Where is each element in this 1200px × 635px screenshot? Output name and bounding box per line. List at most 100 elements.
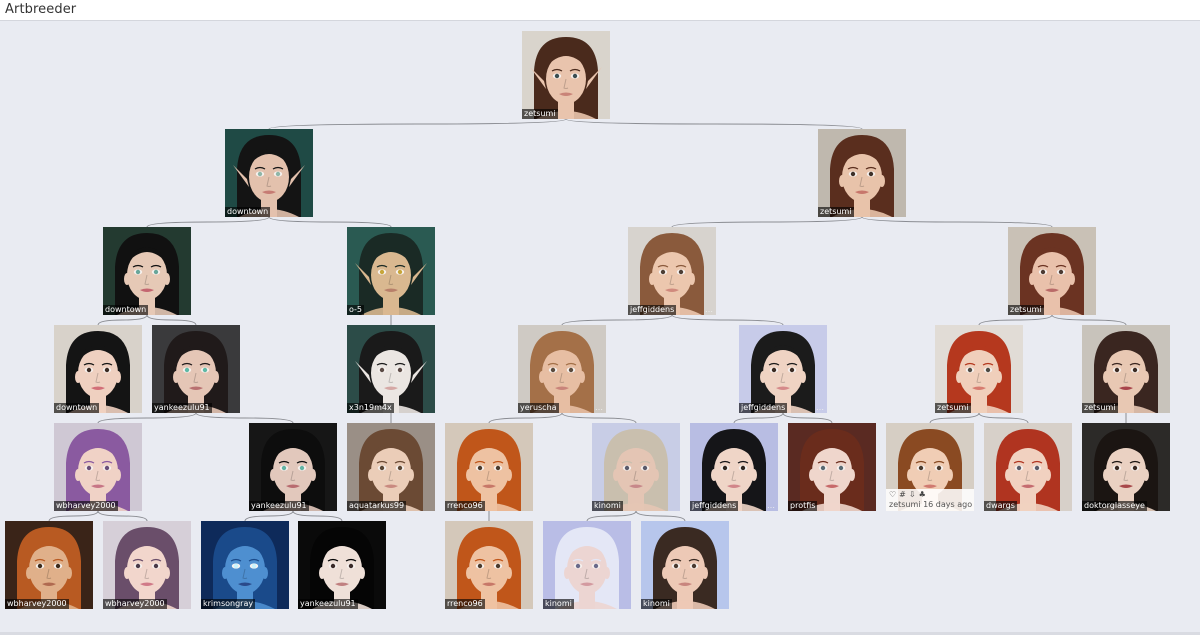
tree-connector [97,412,197,424]
tree-node[interactable]: protfis [788,423,876,511]
family-tree-icon[interactable]: ♣ [918,490,926,499]
creator-label[interactable]: aquatarkus99 [347,501,407,511]
tree-connector [268,216,392,228]
tree-node[interactable]: jeffgiddens … [690,423,778,511]
portrait-image [1008,227,1096,315]
creator-label[interactable]: yankeezulu91 [152,403,212,413]
tree-node[interactable]: doktorglasseye [1082,423,1170,511]
tree-node[interactable]: zetsumi [522,31,610,119]
tree-node[interactable]: x3n19m4x [347,325,435,413]
creator-label[interactable]: downtown [103,305,149,315]
creator-label[interactable]: protfis [788,501,818,511]
creator-label[interactable]: kinomi [641,599,672,609]
tree-node[interactable]: yankeezulu91 [152,325,240,413]
creator-label[interactable]: jeffgiddens [739,403,788,413]
tree-connector [244,510,294,522]
tree-node[interactable]: rrenco96 [445,423,533,511]
tree-connector [1051,314,1127,326]
tree-connector [565,118,863,130]
portrait-image [445,423,533,511]
creator-label[interactable]: wbharvey2000 [54,501,118,511]
bottom-edge [0,632,1200,635]
tree-node[interactable]: wbharvey2000 [103,521,191,609]
portrait-image [103,227,191,315]
tree-node[interactable]: jeffgiddens … [628,227,716,315]
creator-label[interactable]: yankeezulu91 [249,501,309,511]
creator-label[interactable]: downtown [54,403,100,413]
creator-label[interactable]: yeruscha [518,403,559,413]
creator-label[interactable]: kinomi [543,599,574,609]
creator-label[interactable]: wbharvey2000 [103,599,167,609]
portrait-image [5,521,93,609]
more-icon[interactable]: … [767,501,775,510]
creator-label[interactable]: zetsumi [818,207,854,217]
more-icon[interactable]: … [816,403,824,412]
tree-node[interactable]: rrenco96 [445,521,533,609]
heart-icon[interactable]: ♡ [889,490,897,499]
tree-node[interactable]: kinomi [641,521,729,609]
tree-node[interactable]: kinomi [543,521,631,609]
tree-node[interactable]: krimsongray [201,521,289,609]
tree-node[interactable]: dwargs [984,423,1072,511]
portrait-image [347,325,435,413]
creator-label[interactable]: zetsumi [1008,305,1044,315]
tree-node[interactable]: downtown [54,325,142,413]
hover-username[interactable]: zetsumi [889,500,921,509]
tree-connector [671,216,863,228]
tree-connector [146,216,270,228]
tree-connector [292,510,343,522]
tree-node[interactable]: downtown [225,129,313,217]
app-title: Artbreeder [5,2,77,17]
portrait-image [543,521,631,609]
creator-label[interactable]: zetsumi [1082,403,1118,413]
portrait-image [103,521,191,609]
tree-connector [929,412,980,424]
tree-node[interactable]: jeffgiddens … [739,325,827,413]
creator-label[interactable]: krimsongray [201,599,256,609]
creator-label[interactable]: kinomi [592,501,623,511]
portrait-image [201,521,289,609]
tree-node[interactable]: aquatarkus99 [347,423,435,511]
creator-label[interactable]: rrenco96 [445,599,485,609]
creator-label[interactable]: dwargs [984,501,1017,511]
download-icon[interactable]: ⇩ [908,490,916,499]
tree-node[interactable]: zetsumi [1008,227,1096,315]
creator-label[interactable]: zetsumi [522,109,558,119]
tree-connector [561,314,673,326]
tree-node[interactable]: zetsumi [818,129,906,217]
creator-label[interactable]: doktorglasseye [1082,501,1147,511]
hover-meta: zetsumi 16 days ago [889,500,972,510]
creator-label[interactable]: wbharvey2000 [5,599,69,609]
tree-node[interactable]: ♡#⇩♣ zetsumi 16 days ago [886,423,974,511]
creator-label[interactable]: o-5 [347,305,365,315]
creator-label[interactable]: downtown [225,207,271,217]
tree-node[interactable]: wbharvey2000 [54,423,142,511]
tree-node[interactable]: yankeezulu91 [249,423,337,511]
tree-node[interactable]: yankeezulu91 [298,521,386,609]
creator-label[interactable]: yankeezulu91 [298,599,358,609]
hash-icon[interactable]: # [899,490,906,499]
more-icon[interactable]: … [595,403,603,412]
tree-node[interactable]: yeruscha … [518,325,606,413]
creator-label[interactable]: rrenco96 [445,501,485,511]
creator-label[interactable]: zetsumi [935,403,971,413]
tree-node[interactable]: kinomi [592,423,680,511]
tree-connector [861,216,1053,228]
portrait-image [641,521,729,609]
portrait-image [54,423,142,511]
tree-node[interactable]: zetsumi [1082,325,1170,413]
portrait-image [1082,325,1170,413]
tree-node[interactable]: zetsumi [935,325,1023,413]
more-icon[interactable]: … [705,305,713,314]
tree-node[interactable]: o-5 [347,227,435,315]
tree-node[interactable]: wbharvey2000 [5,521,93,609]
portrait-image [788,423,876,511]
creator-label[interactable]: jeffgiddens [628,305,677,315]
tree-connector [561,412,637,424]
tree-connector [195,412,294,424]
portrait-image [628,227,716,315]
portrait-image [818,129,906,217]
tree-node[interactable]: downtown [103,227,191,315]
creator-label[interactable]: x3n19m4x [347,403,394,413]
creator-label[interactable]: jeffgiddens [690,501,739,511]
